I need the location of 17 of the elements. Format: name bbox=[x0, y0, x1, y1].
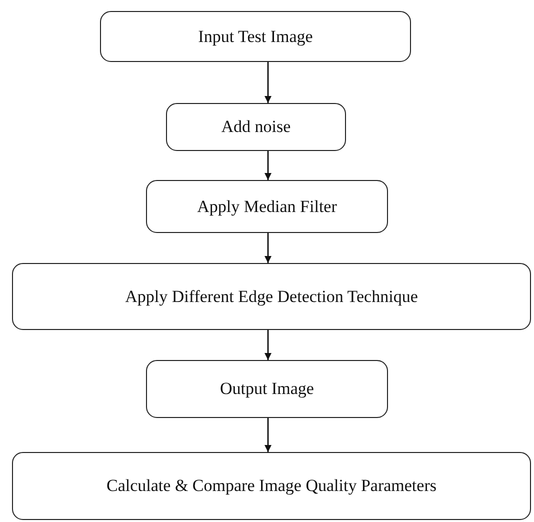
process-box bbox=[12, 263, 531, 330]
process-label: Add noise bbox=[221, 117, 291, 137]
process-box bbox=[166, 103, 346, 151]
process-box bbox=[146, 360, 388, 418]
arrow bbox=[264, 62, 272, 103]
process-label: Apply Different Edge Detection Technique bbox=[125, 286, 418, 306]
arrow bbox=[264, 233, 272, 263]
arrow bbox=[264, 330, 272, 360]
process-label: Apply Median Filter bbox=[197, 196, 337, 216]
process-label: Input Test Image bbox=[198, 26, 313, 46]
arrow bbox=[264, 418, 272, 452]
process-box bbox=[100, 11, 411, 62]
process-label: Output Image bbox=[220, 379, 314, 399]
process-label: Calculate & Compare Image Quality Parameters bbox=[106, 476, 436, 496]
process-box bbox=[146, 180, 388, 233]
process-box bbox=[12, 452, 531, 520]
arrow bbox=[264, 151, 272, 180]
